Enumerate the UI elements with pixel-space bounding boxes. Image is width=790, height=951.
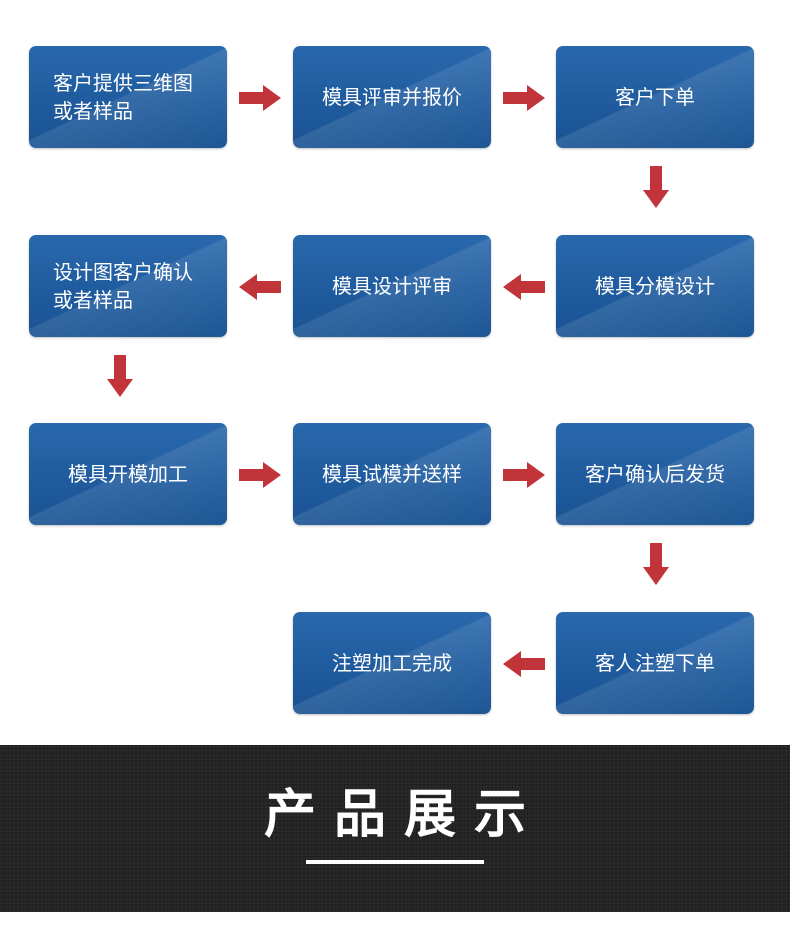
step-customer-injection-order: 客人注塑下单 xyxy=(556,612,754,714)
step-label: 客人注塑下单 xyxy=(595,651,715,675)
arrow-down-icon xyxy=(643,166,669,208)
step-label: 模具试模并送样 xyxy=(322,462,462,486)
bottom-spacer xyxy=(0,912,790,951)
step-label: 模具评审并报价 xyxy=(322,85,462,109)
product-showcase-banner: 产品展示 xyxy=(0,745,790,912)
arrow-right-icon xyxy=(503,85,545,111)
step-mold-review-quote: 模具评审并报价 xyxy=(293,46,491,148)
arrow-left-icon xyxy=(239,274,281,300)
showcase-underline xyxy=(306,860,484,864)
arrow-right-icon xyxy=(239,85,281,111)
step-label: 模具分模设计 xyxy=(595,274,715,298)
arrow-left-icon xyxy=(503,651,545,677)
process-flow-diagram: 客户提供三维图 或者样品 模具评审并报价 客户下单 设计图客户确认 或者样品 模… xyxy=(29,46,754,714)
step-label: 模具设计评审 xyxy=(332,274,452,298)
step-mold-machining: 模具开模加工 xyxy=(29,423,227,525)
arrow-left-icon xyxy=(503,274,545,300)
step-label: 注塑加工完成 xyxy=(332,651,452,675)
step-customer-provides-3d-or-sample: 客户提供三维图 或者样品 xyxy=(29,46,227,148)
showcase-title: 产品展示 xyxy=(263,785,544,845)
step-label: 模具开模加工 xyxy=(68,462,188,486)
step-injection-complete: 注塑加工完成 xyxy=(293,612,491,714)
step-customer-order: 客户下单 xyxy=(556,46,754,148)
step-customer-confirm-ship: 客户确认后发货 xyxy=(556,423,754,525)
step-label: 客户下单 xyxy=(615,85,695,109)
arrow-down-icon xyxy=(107,355,133,397)
step-mold-trial-sample: 模具试模并送样 xyxy=(293,423,491,525)
step-design-customer-confirm: 设计图客户确认 或者样品 xyxy=(29,235,227,337)
step-label: 客户提供三维图 或者样品 xyxy=(53,71,193,123)
step-label: 客户确认后发货 xyxy=(585,462,725,486)
step-mold-parting-design: 模具分模设计 xyxy=(556,235,754,337)
arrow-right-icon xyxy=(503,462,545,488)
arrow-right-icon xyxy=(239,462,281,488)
step-label: 设计图客户确认 或者样品 xyxy=(53,260,193,312)
arrow-down-icon xyxy=(643,543,669,585)
step-mold-design-review: 模具设计评审 xyxy=(293,235,491,337)
